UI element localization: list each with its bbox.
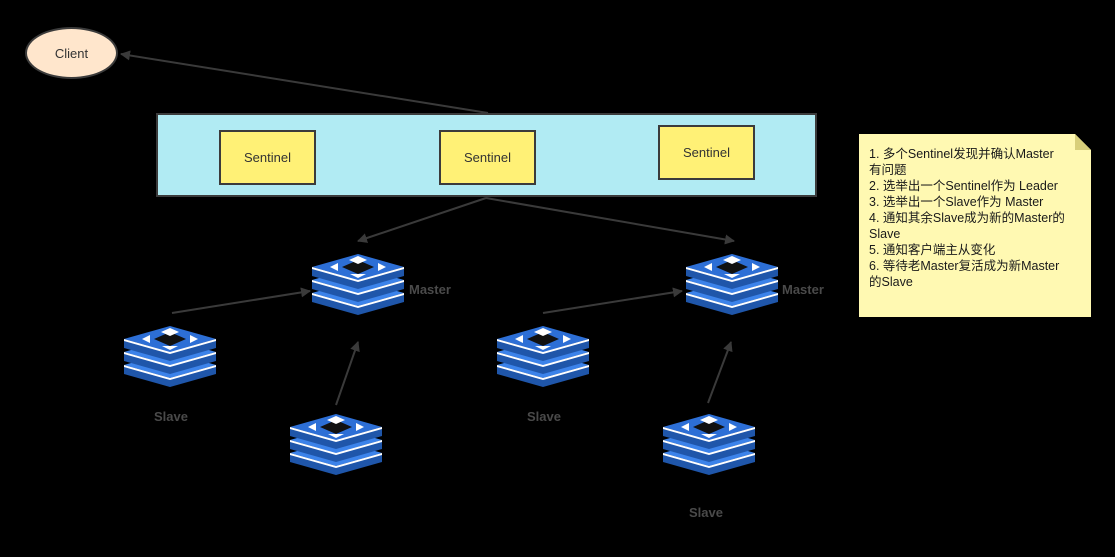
- process-note: 1. 多个Sentinel发现并确认Master 有问题 2. 选举出一个Sen…: [859, 134, 1091, 317]
- arrow-slave-bottom-to-master-left: [335, 341, 360, 406]
- arrow-sentinels-to-master-right: [485, 197, 735, 245]
- slave-label: Slave: [154, 409, 188, 424]
- sentinel-label: Sentinel: [683, 145, 730, 160]
- arrow-sentinels-to-master-left: [357, 197, 487, 243]
- master-node-left-redis-stack-icon: [312, 254, 404, 326]
- note-line: 3. 选举出一个Slave作为 Master: [869, 195, 1044, 209]
- note-line: Slave: [869, 227, 901, 241]
- note-line: 2. 选举出一个Sentinel作为 Leader: [869, 179, 1058, 193]
- slave-node-right-1-redis-stack-icon: [497, 326, 589, 398]
- note-line: 有问题: [869, 163, 907, 177]
- redis-stack-glyph: [497, 326, 589, 387]
- arrow-slave-bottom-to-master-right: [707, 341, 733, 404]
- sentinel-node: Sentinel: [439, 130, 536, 185]
- redis-stack-glyph: [312, 254, 404, 315]
- arrow-slave-left-to-master-left: [171, 287, 311, 314]
- note-line: 6. 等待老Master复活成为新Master: [869, 259, 1060, 273]
- sentinel-node: Sentinel: [658, 125, 755, 180]
- note-line: 5. 通知客户端主从变化: [869, 243, 996, 257]
- master-node-right-redis-stack-icon: [686, 254, 778, 326]
- arrow-sentinels-to-client: [120, 50, 489, 114]
- redis-stack-glyph: [663, 414, 755, 475]
- slave-node-right-2-redis-stack-icon: [663, 414, 755, 486]
- sentinel-label: Sentinel: [464, 150, 511, 165]
- master-label: Master: [409, 282, 451, 297]
- redis-stack-glyph: [124, 326, 216, 387]
- arrow-slave-left-to-master-right: [542, 287, 683, 314]
- note-line: 4. 通知其余Slave成为新的Master的: [869, 211, 1065, 225]
- note-line: 的Slave: [869, 275, 913, 289]
- redis-stack-glyph: [290, 414, 382, 475]
- master-label: Master: [782, 282, 824, 297]
- slave-node-left-2-redis-stack-icon: [290, 414, 382, 486]
- slave-node-left-1-redis-stack-icon: [124, 326, 216, 398]
- client-node: Client: [25, 27, 118, 79]
- sentinel-node: Sentinel: [219, 130, 316, 185]
- sentinel-label: Sentinel: [244, 150, 291, 165]
- redis-stack-glyph: [686, 254, 778, 315]
- sentinel-group: Sentinel Sentinel Sentinel: [156, 113, 817, 197]
- slave-label: Slave: [527, 409, 561, 424]
- note-line: 1. 多个Sentinel发现并确认Master: [869, 147, 1054, 161]
- client-label: Client: [54, 45, 89, 61]
- slave-label: Slave: [689, 505, 723, 520]
